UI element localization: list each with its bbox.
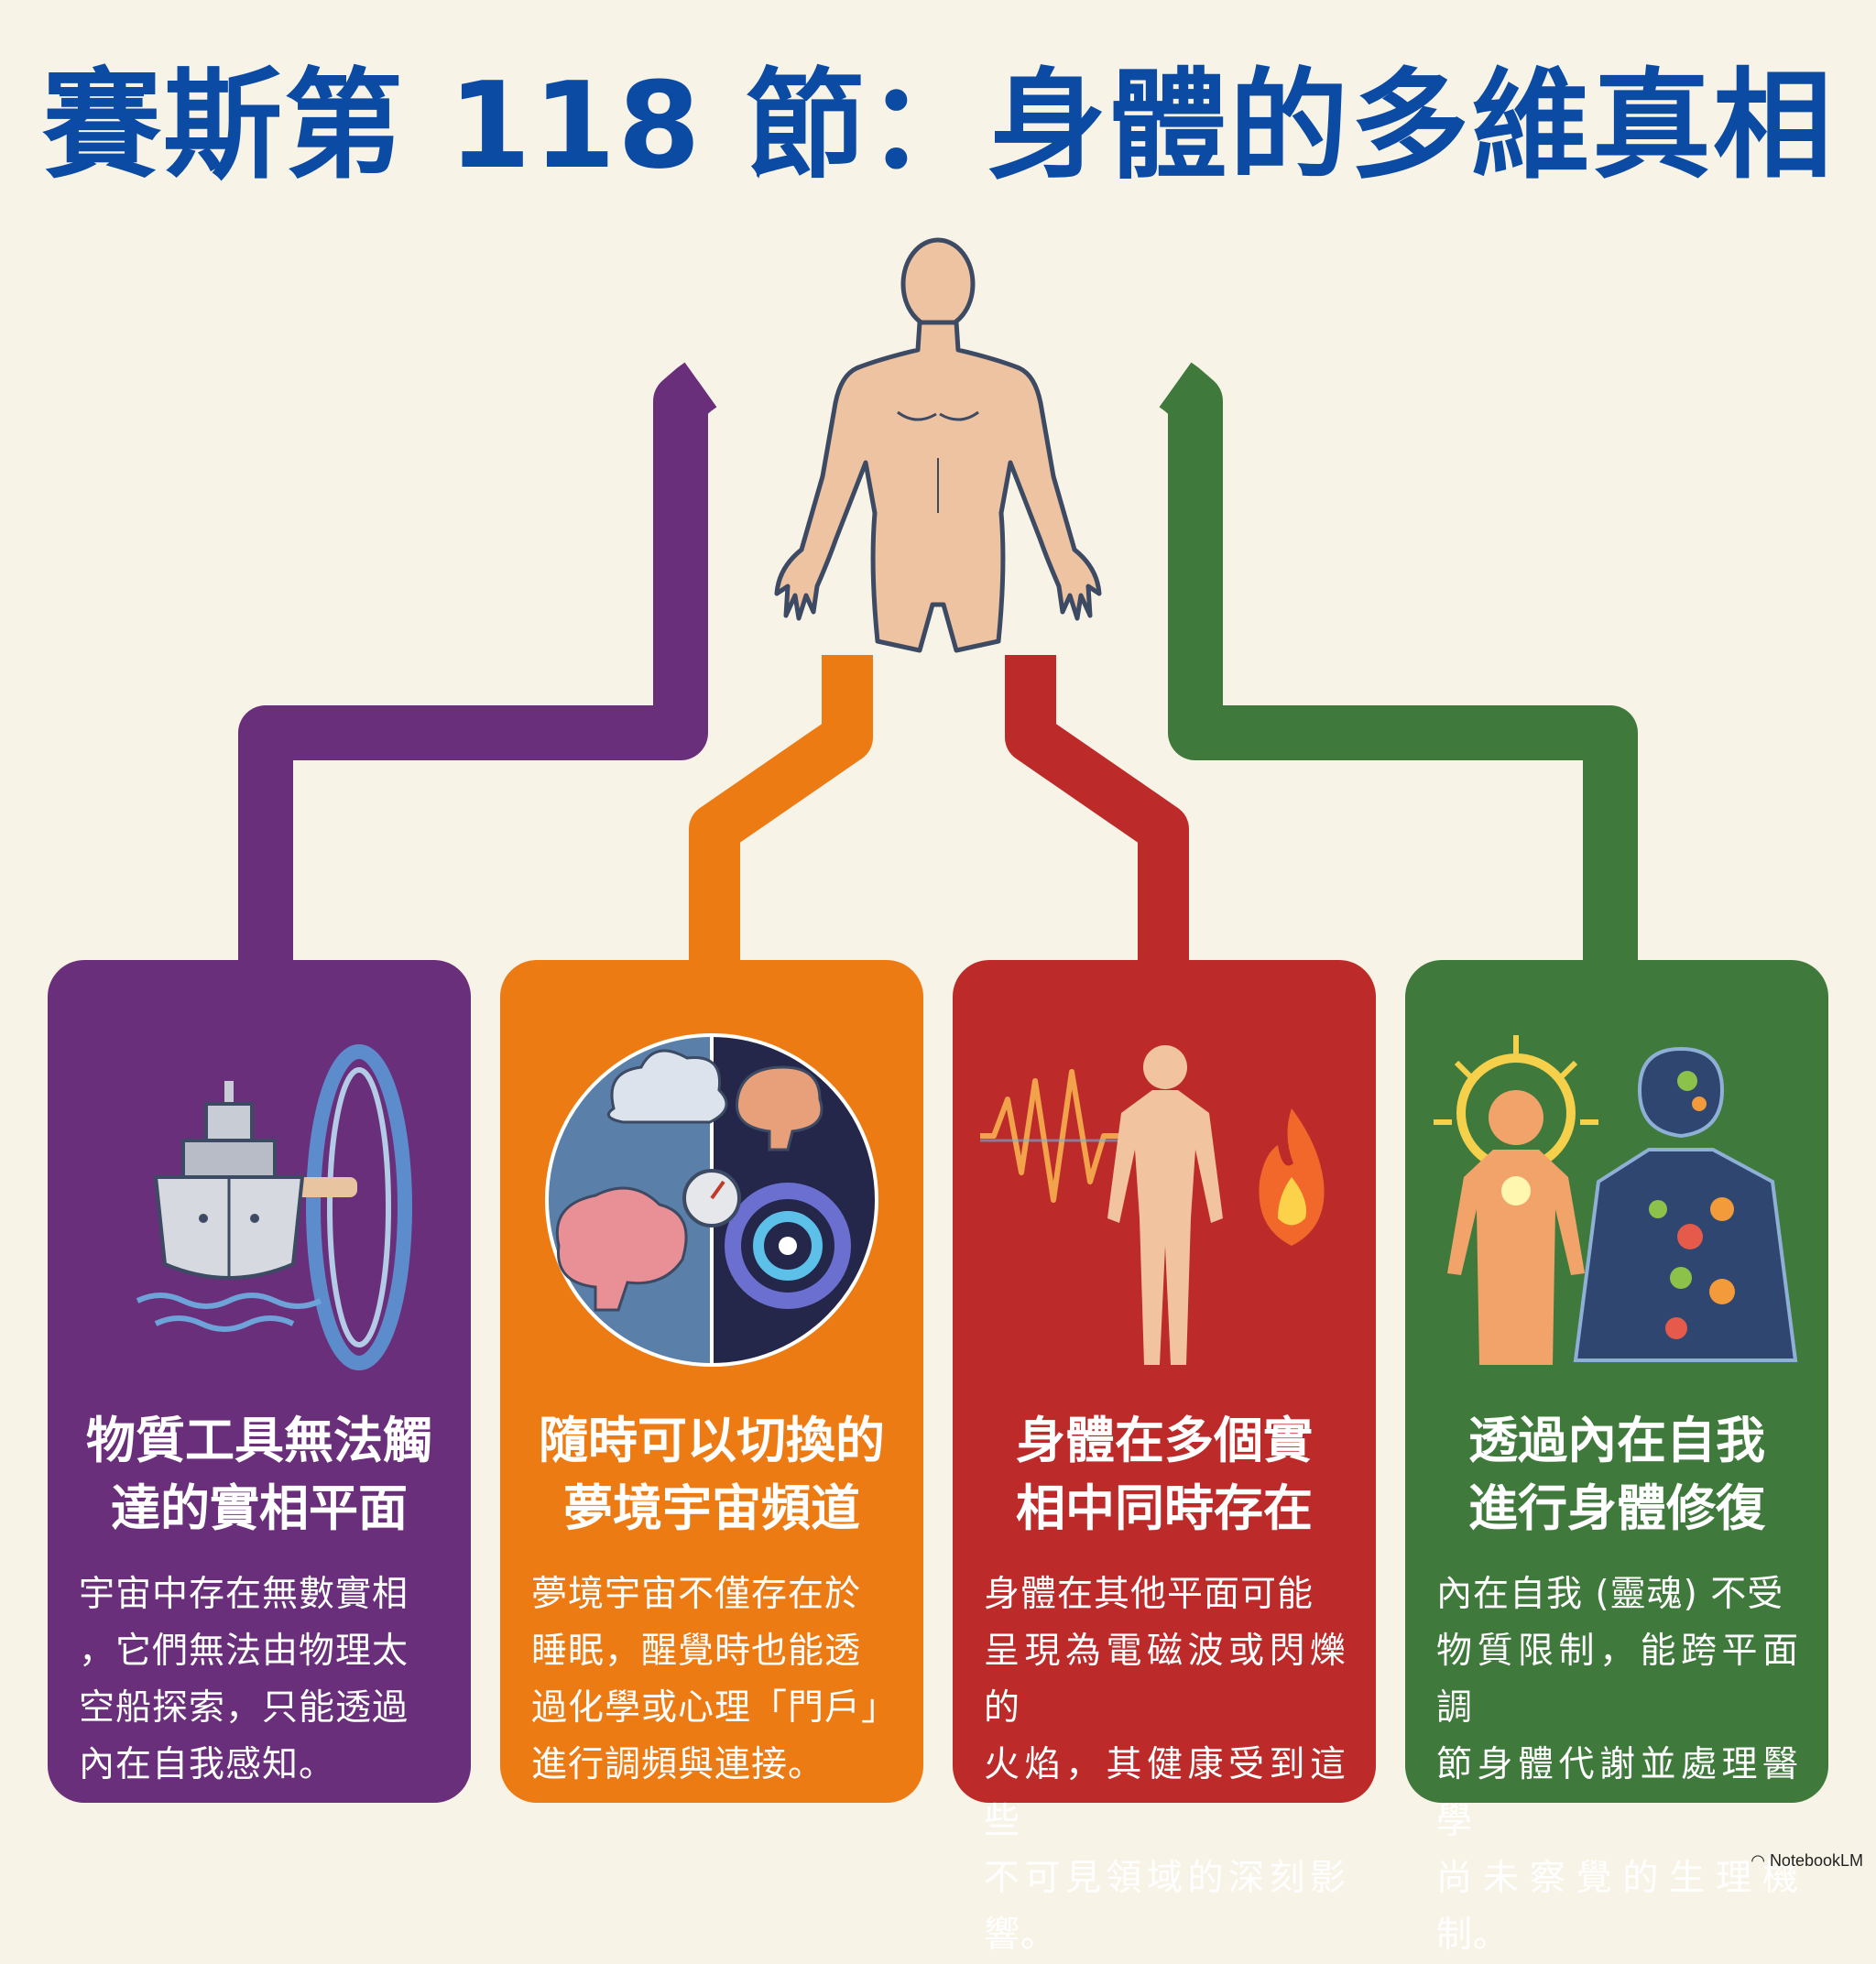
card-heading: 身體在多個實 相中同時存在 xyxy=(1016,1412,1313,1537)
ship-portal-icon xyxy=(136,1044,412,1370)
card-body: 宇宙中存在無數實相 ，它們無法由物理太 空船探索，只能透過 內在自我感知。 xyxy=(79,1574,409,1785)
card-body: 身體在其他平面可能 呈現為電磁波或閃爍的 火焰，其健康受到這些 不可見領域的深刻… xyxy=(984,1574,1347,1956)
human-figure-icon xyxy=(774,237,1102,653)
page-title: 賽斯第 118 節：身體的多維真相 xyxy=(42,56,1834,195)
card-heading: 透過內在自我 進行身體修復 xyxy=(1468,1412,1765,1537)
connector-orange xyxy=(689,655,873,971)
card-physical-limits: 物質工具無法觸 達的實相平面 宇宙中存在無數實相 ，它們無法由物理太 空船探索，… xyxy=(48,960,471,1803)
card-heading: 物質工具無法觸 達的實相平面 xyxy=(86,1412,432,1537)
footer-brand: ◠ NotebookLM xyxy=(1751,1851,1863,1870)
card-multi-reality: 身體在多個實 相中同時存在 身體在其他平面可能 呈現為電磁波或閃爍的 火焰，其健… xyxy=(953,960,1376,1956)
card-body: 內在自我 (靈魂) 不受 物質限制，能跨平面調 節身體代謝並處理醫學 尚未察覺的… xyxy=(1436,1574,1799,1956)
card-dream-channel: 隨時可以切換的 夢境宇宙頻道 夢境宇宙不僅存在於 睡眠，醒覺時也能透 過化學或心… xyxy=(500,960,923,1803)
connector-red xyxy=(1005,655,1189,971)
card-body: 夢境宇宙不僅存在於 睡眠，醒覺時也能透 過化學或心理「門戶」 進行調頻與連接。 xyxy=(531,1574,899,1785)
connector-purple xyxy=(238,362,722,971)
card-inner-self-repair: 透過內在自我 進行身體修復 內在自我 (靈魂) 不受 物質限制，能跨平面調 節身… xyxy=(1405,960,1828,1956)
connector-green xyxy=(1154,362,1638,971)
body-wave-flame-icon xyxy=(980,1045,1325,1365)
connector-diagram xyxy=(48,237,1828,1803)
notebooklm-logo-icon: ◠ xyxy=(1751,1851,1770,1870)
dream-brain-galaxy-icon xyxy=(545,1033,878,1367)
card-1-bg xyxy=(48,960,471,1803)
card-heading: 隨時可以切換的 夢境宇宙頻道 xyxy=(539,1412,885,1537)
inner-self-gears-icon xyxy=(1434,1035,1798,1365)
